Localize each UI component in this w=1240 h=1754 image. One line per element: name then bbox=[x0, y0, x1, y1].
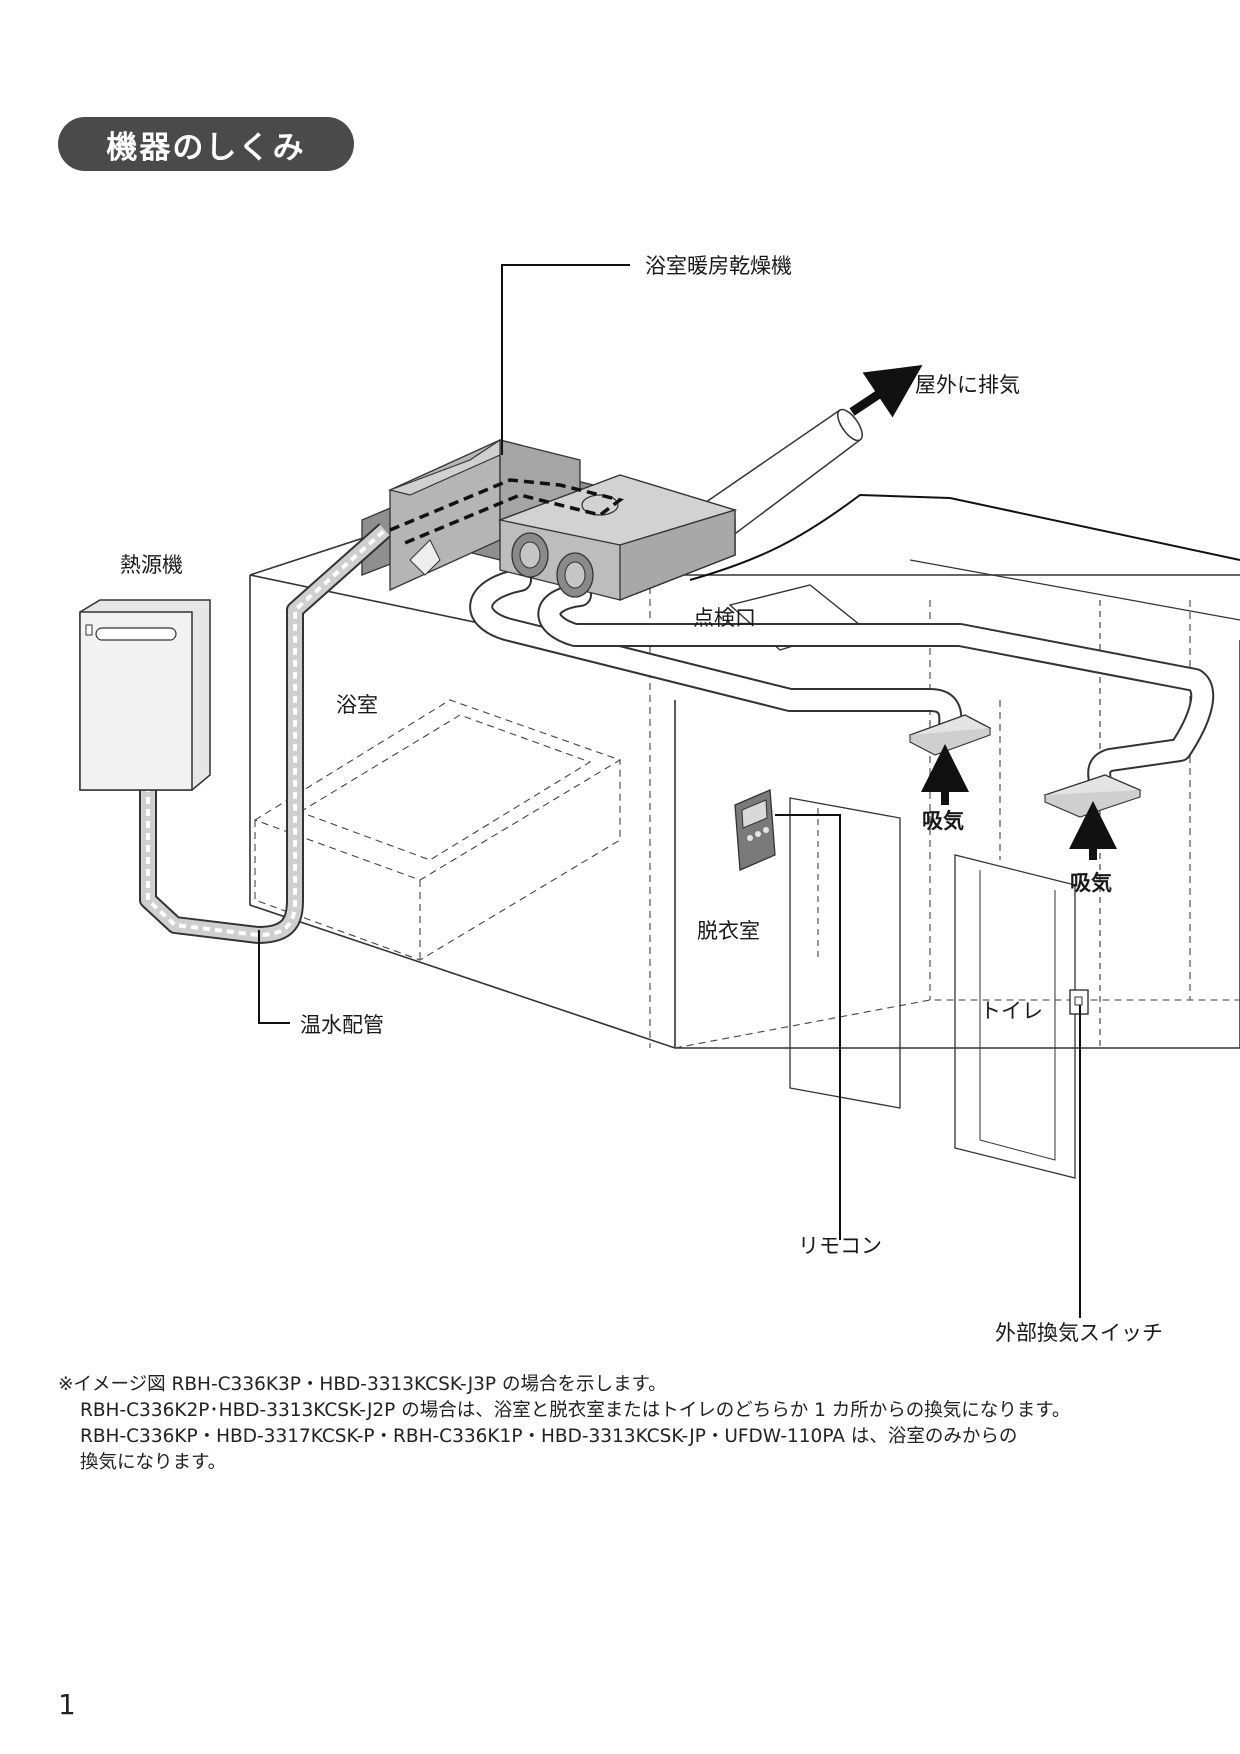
label-hot-water-pipe: 温水配管 bbox=[300, 1013, 384, 1037]
system-diagram: 浴室暖房乾燥機 屋外に排気 熱源機 浴室 点検口 吸気 吸気 脱衣室 トイレ 温… bbox=[79, 254, 1240, 1345]
intake-grille-1 bbox=[908, 714, 992, 756]
footnote: ※イメージ図 RBH-C336K3P・HBD-3313KCSK-J3P の場合を… bbox=[58, 1372, 1188, 1476]
remote-controller bbox=[734, 789, 776, 871]
page-number: 1 bbox=[58, 1688, 76, 1721]
intake-ducts bbox=[469, 568, 1215, 797]
bathtub bbox=[253, 699, 622, 961]
label-intake-1: 吸気 bbox=[922, 809, 964, 833]
label-heat-source: 熱源機 bbox=[120, 553, 183, 577]
internal-pipe-dashed bbox=[389, 478, 624, 547]
exhaust-arrow bbox=[849, 365, 923, 418]
toilet-door bbox=[954, 854, 1076, 1179]
footnote-line-3: RBH-C336KP・HBD-3317KCSK-P・RBH-C336K1P・HB… bbox=[80, 1426, 1018, 1447]
intake-grille-2 bbox=[1043, 774, 1142, 818]
label-inspection: 点検口 bbox=[693, 606, 756, 630]
label-dryer: 浴室暖房乾燥機 bbox=[645, 254, 792, 278]
label-dressing-room: 脱衣室 bbox=[697, 919, 760, 943]
label-remote: リモコン bbox=[798, 1234, 882, 1258]
heat-source-unit bbox=[79, 599, 211, 791]
bathroom-dryer-unit bbox=[361, 438, 738, 601]
label-ext-switch: 外部換気スイッチ bbox=[995, 1321, 1163, 1345]
label-toilet: トイレ bbox=[980, 999, 1043, 1023]
dressing-room-door bbox=[789, 797, 901, 1109]
footnote-line-1: ※イメージ図 RBH-C336K3P・HBD-3313KCSK-J3P の場合を… bbox=[58, 1374, 667, 1395]
footnote-line-4: 換気になります。 bbox=[80, 1452, 227, 1473]
leader-lines bbox=[258, 264, 1240, 1318]
label-intake-2: 吸気 bbox=[1070, 871, 1112, 895]
section-title: 機器のしくみ bbox=[58, 117, 354, 171]
label-bathroom: 浴室 bbox=[336, 693, 378, 717]
hot-water-pipe bbox=[139, 523, 391, 944]
label-exhaust: 屋外に排気 bbox=[915, 373, 1020, 397]
footnote-line-2: RBH-C336K2P･HBD-3313KCSK-J2P の場合は、浴室と脱衣室… bbox=[80, 1400, 1071, 1421]
